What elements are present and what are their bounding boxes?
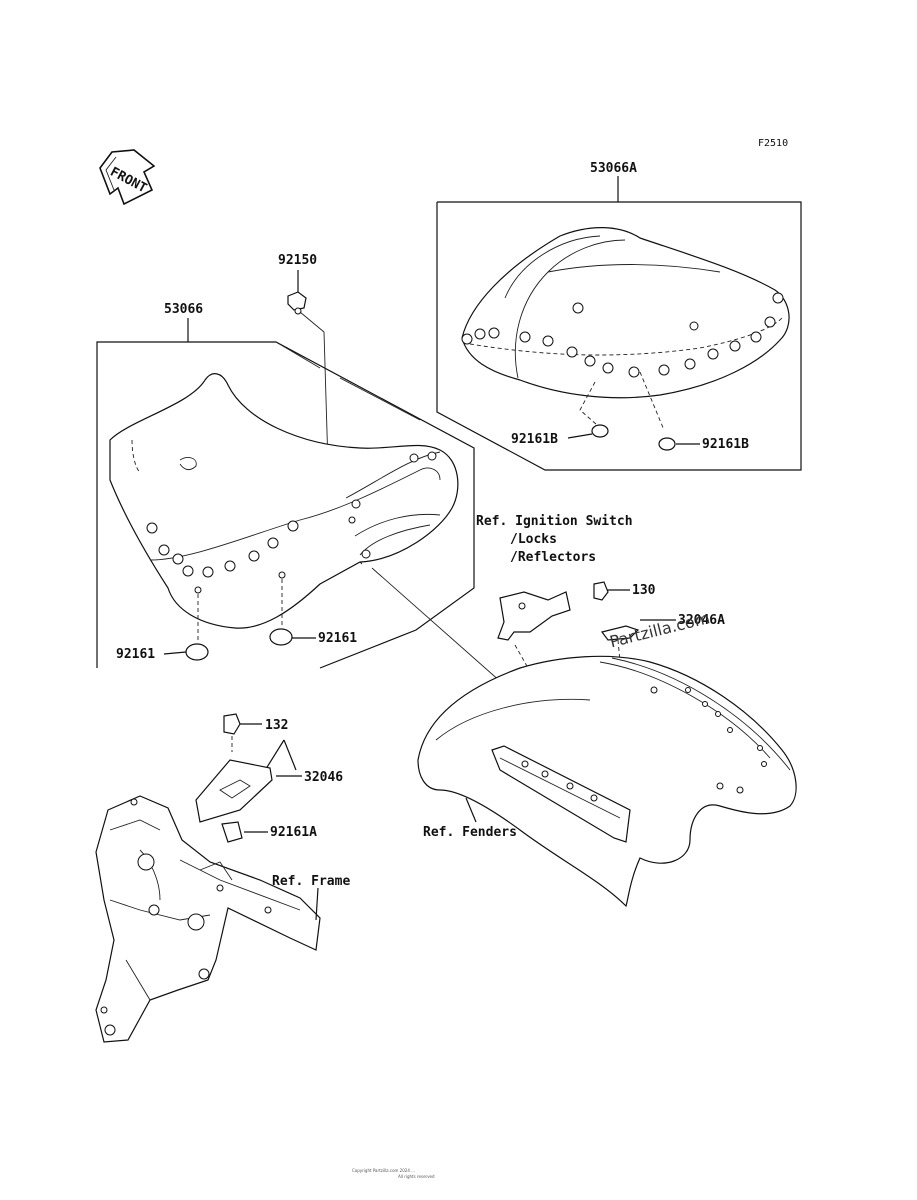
fender-outline (417, 655, 797, 908)
callout-92161-left: 92161 (116, 647, 155, 662)
callout-92161B-right: 92161B (702, 437, 749, 452)
callout-32046: 32046 (304, 770, 343, 785)
rear-seat-outline (461, 227, 790, 399)
callout-92161A: 92161A (270, 825, 317, 840)
ref-ignition-switch: Ref. Ignition Switch /Locks /Reflectors (476, 514, 633, 565)
seat-fender-leader (371, 567, 511, 691)
ref-ignition-line3: /Reflectors (510, 550, 596, 565)
callout-130: 130 (632, 583, 656, 598)
watermark: Partzilla.com (608, 608, 712, 651)
damper-92161-left (185, 643, 209, 661)
figure-code: F2510 (758, 138, 788, 149)
damper-92161B-left (591, 424, 609, 438)
callout-ref-frame: Ref. Frame (272, 874, 350, 889)
ignition-bracket (497, 591, 571, 641)
damper-92161B-right (658, 437, 676, 451)
bracket-32046 (195, 759, 273, 823)
frame-assembly: 132 32046 92161A Ref. Frame (95, 713, 350, 1043)
bolt-132 (223, 713, 241, 735)
rear-fender: Ref. Fenders (417, 655, 797, 908)
fender-plate (491, 745, 631, 843)
bolt-130 (593, 581, 609, 601)
main-seat-assembly: 53066 (96, 302, 475, 669)
main-seat-studs (146, 451, 437, 578)
main-seat-frame (96, 341, 475, 669)
bracket-32046A (600, 625, 640, 641)
callout-92161B-left: 92161B (511, 432, 558, 447)
main-seat-outline (109, 373, 459, 629)
footer-line2: All rights reserved (398, 1174, 435, 1179)
ref-ignition-line2: /Locks (510, 532, 557, 547)
rear-seat-assembly: 53066A (436, 161, 802, 471)
footer-line1: Copyright Partzilla.com 2024 ... (352, 1168, 415, 1173)
callout-32046A: 32046A (678, 613, 725, 628)
rear-seat-frame (436, 201, 802, 471)
callout-92161-right: 92161 (318, 631, 357, 646)
damper-92161A (221, 821, 243, 843)
front-arrow-icon: FRONT (99, 149, 156, 206)
callout-53066A: 53066A (590, 161, 637, 176)
callout-92150: 92150 (278, 253, 317, 268)
callout-132: 132 (265, 718, 288, 733)
callout-ref-fenders: Ref. Fenders (423, 825, 517, 840)
ref-ignition-line1: Ref. Ignition Switch (476, 514, 633, 529)
damper-92161-right (269, 628, 293, 646)
rear-seat-studs (461, 292, 784, 378)
callout-53066: 53066 (164, 302, 203, 317)
